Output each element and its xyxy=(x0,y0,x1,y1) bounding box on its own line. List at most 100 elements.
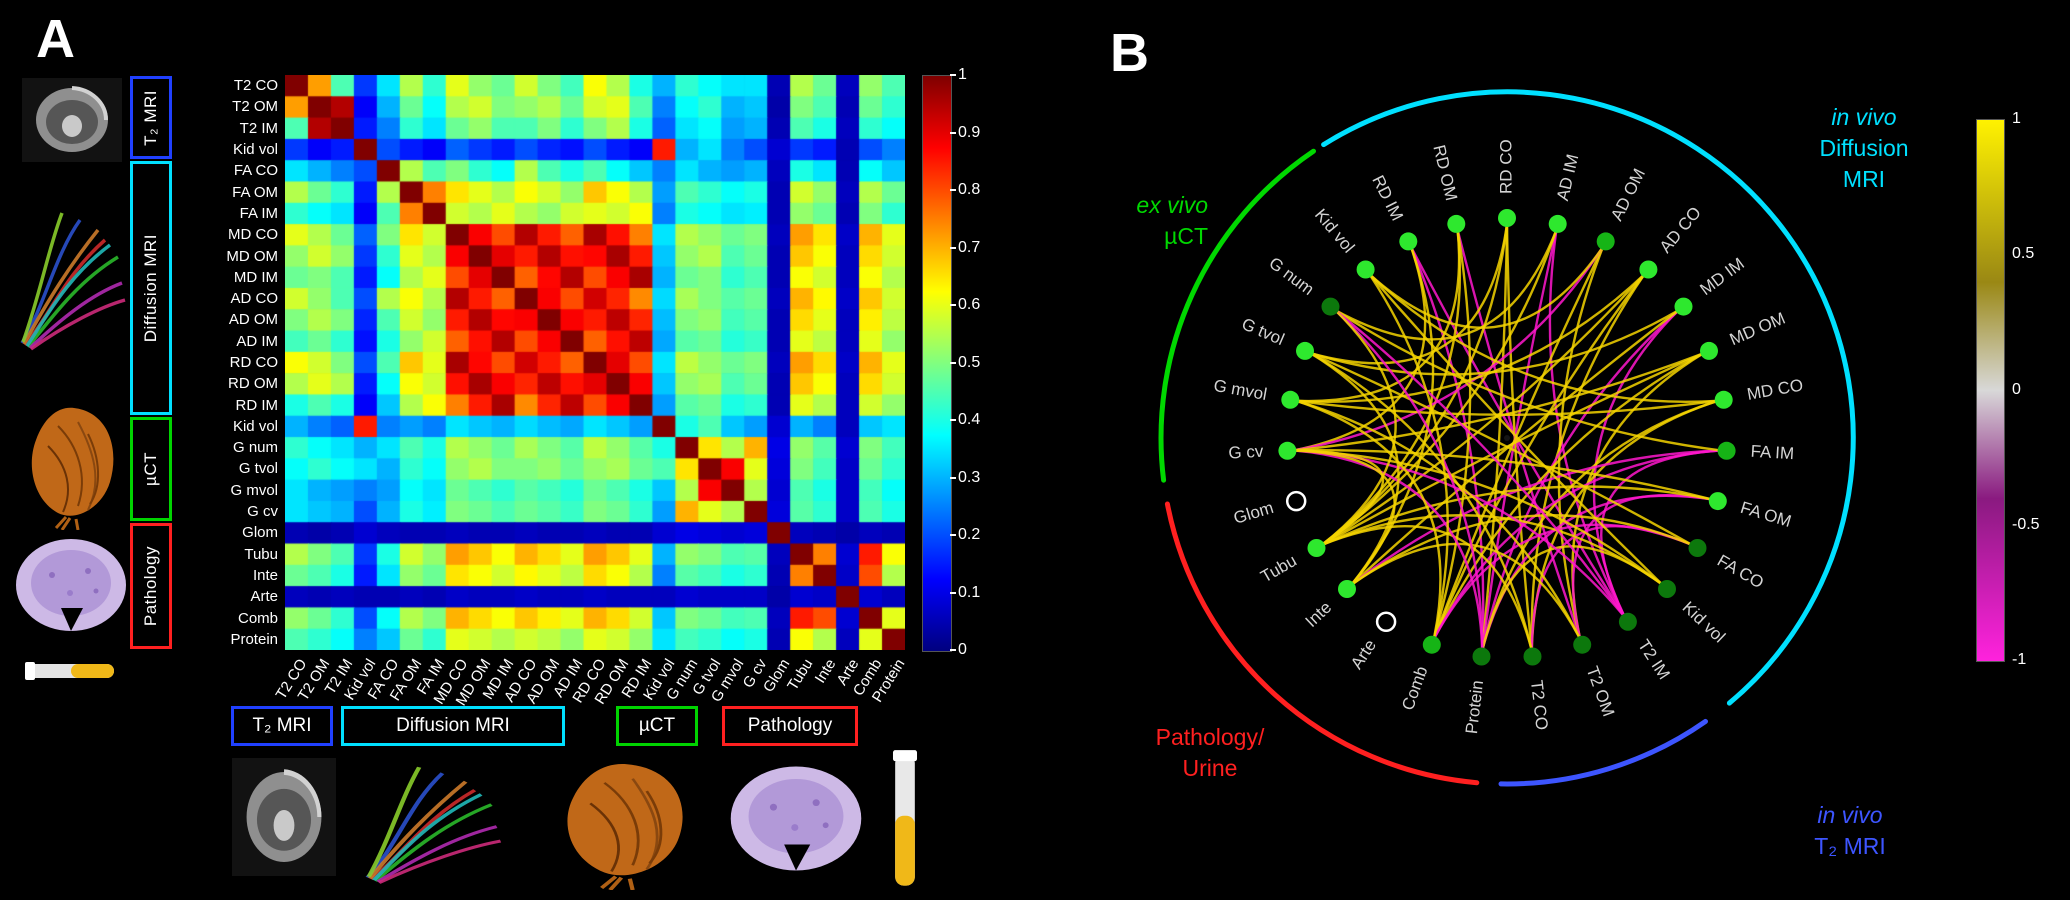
heatmap-row-label: FA IM xyxy=(239,204,278,222)
caption-t2-prefix: in vivo xyxy=(1817,802,1883,828)
heatmap-row-label: FA CO xyxy=(233,162,278,180)
node-label-ad-im: AD IM xyxy=(1553,152,1582,202)
node-label-g-tvol: G tvol xyxy=(1239,314,1287,349)
heatmap-row-label: T2 OM xyxy=(232,98,278,116)
correlation-edge xyxy=(1481,223,1509,651)
correlation-edge xyxy=(1350,514,1693,586)
node-g-tvol xyxy=(1296,341,1314,360)
colorbar-tick-label: 0 xyxy=(950,641,967,659)
node-rd-co xyxy=(1498,209,1516,227)
node-label-fa-om: FA OM xyxy=(1738,498,1793,531)
colorbar-tick-label: 0.4 xyxy=(950,411,980,429)
node-label-arte: Arte xyxy=(1347,636,1380,672)
correlation-edge xyxy=(1321,525,1533,651)
modality-box-t2: T₂ MRI xyxy=(130,76,172,160)
colorbar-correlation-tick-label: -1 xyxy=(2012,651,2027,668)
colorbar-correlation-tick-label: 1 xyxy=(2012,110,2021,127)
correlation-edge xyxy=(1334,229,1558,341)
node-label-t2-om: T2 OM xyxy=(1583,664,1619,719)
heatmap-row-label: Arte xyxy=(250,588,278,606)
caption-pathology-line1: Pathology/ xyxy=(1155,724,1265,750)
correlation-edge xyxy=(1368,273,1664,586)
node-tubu xyxy=(1307,539,1326,557)
correlation-edge xyxy=(1334,309,1721,452)
correlation-edge xyxy=(1530,273,1646,651)
correlation-edge xyxy=(1321,485,1713,547)
node-label-g-num: G num xyxy=(1265,253,1317,299)
correlation-edge xyxy=(1296,273,1646,403)
caption-diffusion-line1: Diffusion xyxy=(1819,135,1909,161)
node-label-md-om: MD OM xyxy=(1727,309,1788,350)
correlation-edge xyxy=(1432,352,1705,640)
correlation-edge xyxy=(1432,229,1472,640)
node-inte xyxy=(1338,580,1356,598)
graph-center-dot xyxy=(1504,435,1510,441)
heatmap-row-label: Tubu xyxy=(244,545,278,563)
node-label-fa-co: FA CO xyxy=(1714,551,1767,592)
node-label-inte: Inte xyxy=(1302,598,1336,631)
caption-uct-line1: µCT xyxy=(1164,223,1208,249)
correlation-edge xyxy=(1321,273,1646,547)
heatmap-row-label: RD IM xyxy=(235,396,279,414)
colorbar-tick-label: 0.6 xyxy=(950,296,980,314)
heatmap-row-label: Kid vol xyxy=(232,141,278,159)
colorbar-tick-label: 0.1 xyxy=(950,584,980,602)
heatmap-row-label: AD CO xyxy=(230,290,278,308)
correlation-edge xyxy=(1295,399,1582,640)
node-t2-im xyxy=(1618,612,1637,631)
correlation-edge xyxy=(1334,309,1484,651)
heatmap-row-label: FA OM xyxy=(232,183,278,201)
node-label-rd-im: RD IM xyxy=(1368,172,1407,224)
correlation-edge xyxy=(1557,246,1605,640)
correlation-edge xyxy=(1310,223,1509,365)
heatmap-row-label: MD IM xyxy=(233,268,278,286)
correlation-edge xyxy=(1368,246,1604,329)
node-ad-co xyxy=(1639,260,1658,279)
dti-fiber-thumbnail xyxy=(20,212,126,351)
node-ad-im xyxy=(1548,214,1567,233)
panel-a-label: A xyxy=(36,9,75,69)
legend-box-1: Diffusion MRI xyxy=(341,706,565,746)
correlation-edge xyxy=(1321,352,1704,547)
node-label-rd-co: RD CO xyxy=(1496,139,1515,194)
node-kid-vol xyxy=(1356,260,1375,279)
heatmap-row-label: MD CO xyxy=(228,226,278,244)
colorbar-tick-label: 0.2 xyxy=(950,526,980,544)
node-t2-om xyxy=(1573,635,1592,654)
correlation-edge xyxy=(1295,399,1442,640)
node-g-mvol xyxy=(1281,390,1300,409)
colorbar-tick-label: 0.5 xyxy=(950,354,980,372)
heatmap-row-label: Inte xyxy=(252,566,278,584)
node-md-im xyxy=(1674,297,1693,316)
node-protein xyxy=(1472,647,1491,666)
heatmap-row-label: T2 IM xyxy=(239,119,278,137)
colorbar-correlation xyxy=(1976,119,2005,662)
correlation-edge xyxy=(1350,449,1721,586)
colorbar-tick-label: 0.8 xyxy=(950,181,980,199)
correlation-edge xyxy=(1334,309,1626,618)
node-glom xyxy=(1285,490,1307,512)
correlation-edge xyxy=(1296,399,1718,416)
caption-uct: ex vivo µCT xyxy=(1068,190,1208,252)
heatmap-row-label: RD CO xyxy=(229,354,278,371)
heatmap-row-label: Comb xyxy=(237,609,278,627)
heatmap-row-label: G mvol xyxy=(230,481,278,499)
urine-tube-thumbnail-bottom xyxy=(892,750,918,886)
correlation-edge xyxy=(1310,309,1680,376)
node-label-kid-vol: Kid vol xyxy=(1311,205,1358,256)
modality-box-pathology: Pathology xyxy=(130,523,172,649)
heatmap-row-label: G cv xyxy=(247,503,278,521)
node-label-tubu: Tubu xyxy=(1257,551,1300,587)
node-t2-co xyxy=(1523,647,1542,666)
heatmap-row-label: RD OM xyxy=(228,375,278,393)
colorbar-tick-label: 0.9 xyxy=(950,124,980,142)
node-comb xyxy=(1422,635,1441,654)
colorbar-correlation-tick-label: 0.5 xyxy=(2012,245,2035,263)
legend-box-3: Pathology xyxy=(722,706,858,746)
t2-mri-thumbnail-bottom xyxy=(232,758,336,876)
node-label-rd-om: RD OM xyxy=(1429,143,1461,203)
node-label-fa-im: FA IM xyxy=(1750,442,1794,463)
correlation-edge xyxy=(1309,352,1400,586)
urine-tube-thumbnail xyxy=(25,662,114,680)
